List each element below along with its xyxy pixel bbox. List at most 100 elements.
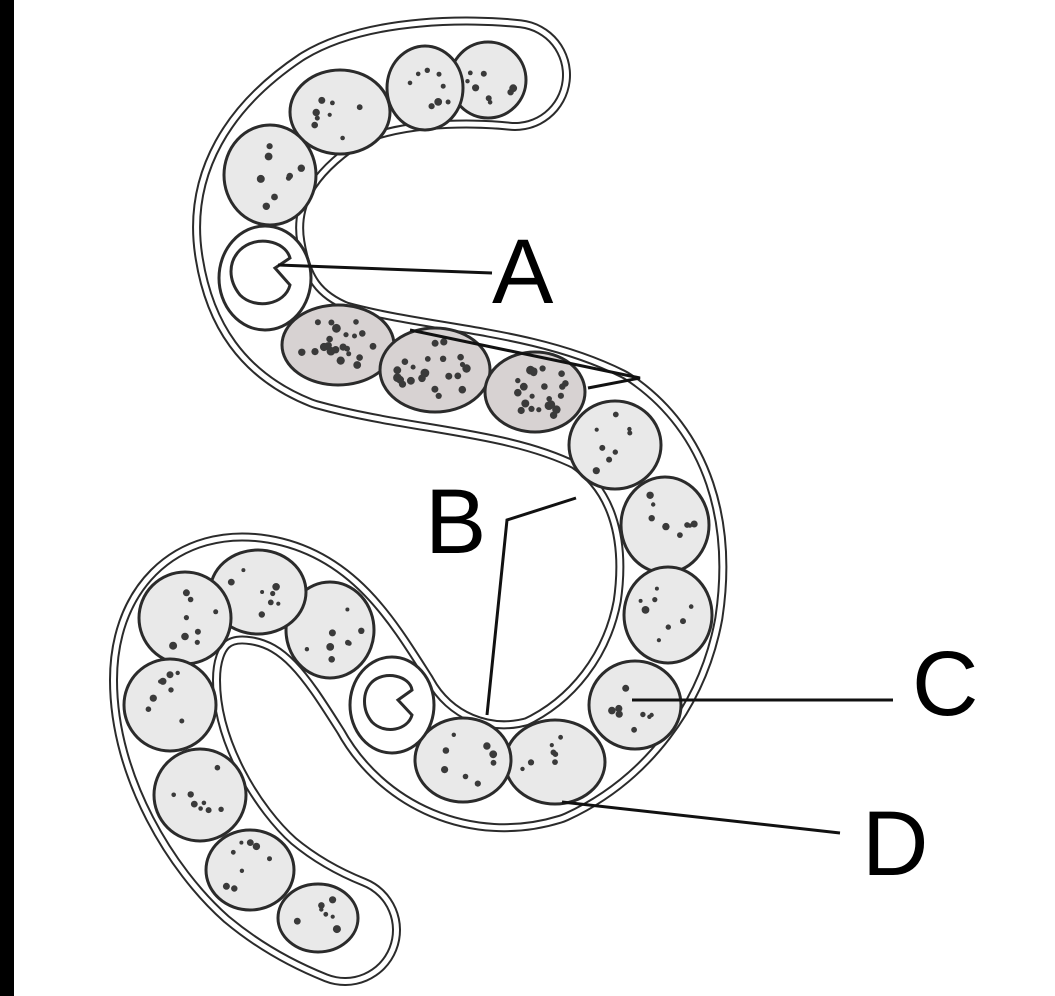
granule (545, 401, 554, 410)
granule (463, 774, 469, 780)
granule (213, 609, 218, 614)
granule (521, 400, 529, 408)
granule (168, 687, 173, 692)
granule (431, 386, 438, 393)
granule (270, 591, 275, 596)
granule (257, 175, 265, 183)
granule (599, 445, 605, 451)
granule (276, 602, 280, 606)
granule (218, 807, 223, 812)
granule (359, 330, 366, 337)
granule (329, 896, 336, 903)
granule (188, 791, 194, 797)
granule (541, 383, 548, 390)
granule (558, 370, 565, 377)
granule (176, 671, 180, 675)
granule (407, 377, 415, 385)
granule (267, 143, 273, 149)
label-a: A (492, 221, 554, 323)
granule (328, 320, 334, 326)
granule (418, 375, 426, 383)
granule (329, 629, 336, 636)
granule (553, 751, 559, 757)
granule (662, 523, 669, 530)
granule (328, 656, 335, 663)
granule (657, 638, 661, 642)
granule (402, 358, 409, 365)
granule (425, 68, 430, 73)
granule (353, 319, 359, 325)
granule (425, 356, 431, 362)
vegetative-cell (624, 567, 712, 663)
granule (454, 373, 461, 380)
vegetative-cell (154, 749, 246, 841)
granule (552, 759, 558, 765)
granule (336, 928, 341, 933)
granule (613, 449, 618, 454)
granule (241, 568, 245, 572)
granule (267, 856, 272, 861)
granule (188, 597, 194, 603)
granule (416, 72, 421, 77)
granule (558, 735, 563, 740)
granule (550, 412, 557, 419)
granule (518, 407, 525, 414)
granule (441, 766, 448, 773)
granule (540, 365, 546, 371)
granule (411, 365, 416, 370)
granule (649, 515, 655, 521)
granule (459, 386, 467, 394)
granule (265, 153, 273, 161)
granule (460, 362, 465, 367)
label-d: D (862, 793, 928, 895)
granule (311, 122, 318, 129)
granule (475, 781, 481, 787)
granule (440, 338, 447, 345)
granule (318, 97, 325, 104)
granule (181, 633, 189, 641)
granule (680, 618, 686, 624)
granule (528, 406, 534, 412)
granule (465, 79, 469, 83)
granule (515, 378, 520, 383)
granule (179, 719, 184, 724)
granule (195, 640, 200, 645)
granule (472, 84, 479, 91)
granule (677, 532, 683, 538)
granule (268, 600, 274, 606)
granule (606, 457, 612, 463)
granule (347, 641, 352, 646)
granule (434, 98, 442, 106)
granule (183, 589, 190, 596)
granule (639, 599, 643, 603)
leader-line-b (487, 498, 576, 715)
leader-line-d (562, 802, 840, 833)
granule (328, 113, 332, 117)
granule (313, 109, 320, 116)
granule (464, 366, 470, 372)
granule (520, 383, 528, 391)
granule (481, 71, 487, 77)
granule (437, 72, 442, 77)
granule (595, 428, 599, 432)
granule (239, 841, 243, 845)
granule (231, 885, 237, 891)
granule (520, 767, 524, 771)
granule (311, 348, 318, 355)
granule (440, 356, 446, 362)
granule (446, 100, 451, 105)
granule (319, 907, 323, 911)
granule (215, 765, 221, 771)
granule (483, 742, 490, 749)
granule (468, 71, 473, 76)
granule (298, 165, 305, 172)
granule (352, 334, 357, 339)
label-c: C (912, 633, 978, 735)
granule (253, 843, 260, 850)
granule (457, 354, 464, 361)
granule (514, 389, 522, 397)
granule (340, 136, 345, 141)
granule (343, 332, 348, 337)
